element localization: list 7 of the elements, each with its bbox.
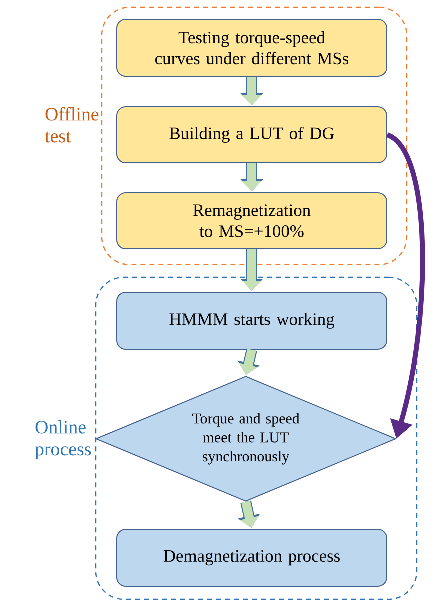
process-box: HMMM starts working [116, 292, 388, 350]
group-label: Offline test [45, 107, 99, 143]
group-label: Online process [35, 420, 92, 460]
process-box: Remagnetization to MS=+100% [116, 192, 388, 250]
process-box: Demagnetization process [116, 529, 388, 587]
process-box: Testing torque-speed curves under different MSs [116, 19, 388, 77]
process-box: Building a LUT of DG [116, 106, 388, 164]
